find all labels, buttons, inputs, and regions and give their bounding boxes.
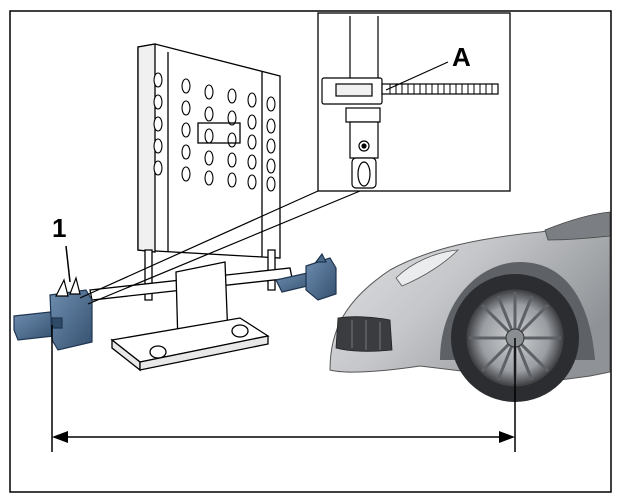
inset-leader-lines: [79, 190, 361, 305]
sensor-mount-icon: [275, 252, 337, 301]
dimension-arrow-left: [52, 431, 68, 443]
dimension-arrow-right: [499, 431, 515, 443]
callout-a-label: A: [452, 42, 471, 72]
sensor-mount-icon: [13, 275, 93, 351]
callout-1-label: 1: [52, 213, 66, 243]
callout-1-leader: [65, 245, 71, 283]
car-front-icon: [329, 211, 611, 402]
dimension-line: [51, 325, 516, 452]
detail-inset: [317, 12, 511, 192]
calibration-board-icon: [89, 43, 293, 372]
